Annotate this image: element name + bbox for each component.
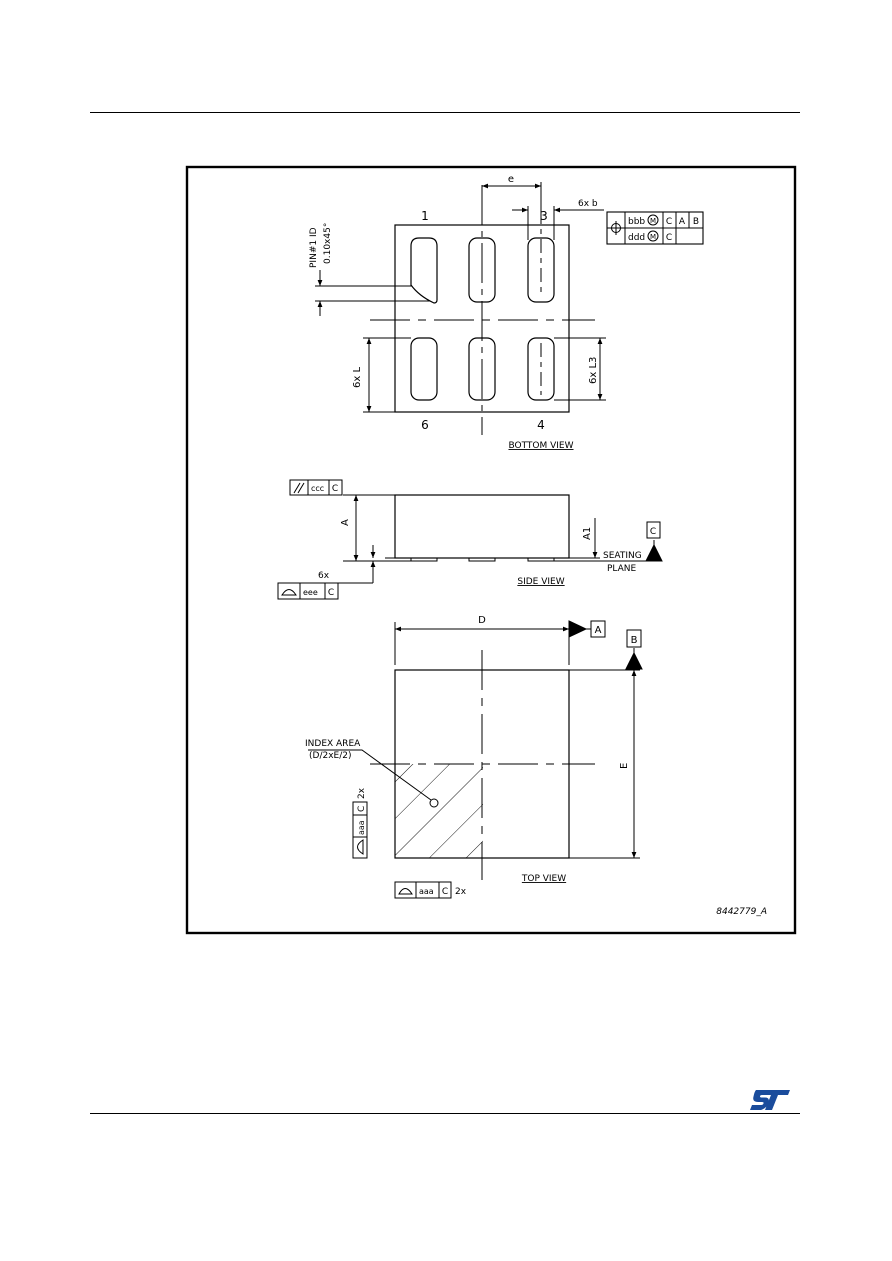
pin-1-label: 1 [421,209,429,223]
index-area-label-1: INDEX AREA [305,739,361,749]
bottom-view-title: BOTTOM VIEW [508,441,573,451]
index-area-hatch [395,764,483,858]
dim-6x-L-label: 6x L [352,367,363,388]
mmc-modifier-icon [647,230,659,242]
top-view [308,620,643,899]
datum-c-box [646,521,661,539]
parallelism-tol: ccc [311,484,324,493]
top-profile-tol: aaa [419,887,434,896]
pin-6-label: 6 [421,418,429,432]
dim-A1-label: A1 [582,527,593,540]
footer-rule [90,1113,800,1114]
side-profile-tol: aaa [357,820,366,835]
datum-a-box [590,620,606,638]
chamfer-label: 0.10x45° [323,223,333,264]
profile-count: 6x [318,571,330,581]
profile-fcf-frame [277,582,339,600]
fcf-ref-c-2: C [666,233,672,243]
index-area-label-2: (D/2xE/2) [309,751,351,761]
surface-profile-icon [398,888,413,895]
fcf-mod-1: M [650,217,656,225]
side-view-title: SIDE VIEW [517,577,564,587]
datum-c-label: C [650,527,656,537]
top-view-title: TOP VIEW [521,874,566,884]
fcf-tol-bbb: bbb [628,217,645,227]
side-lead-3 [527,557,555,562]
header-rule [90,112,800,113]
top-profile-ref: C [442,887,448,897]
fcf-ref-b: B [693,217,699,227]
fcf-ref-a: A [679,217,686,227]
side-profile-fcf-frame [352,801,368,859]
fcf-mod-2: M [650,233,656,241]
pin1-id-label: PIN#1 ID [309,227,319,268]
dim-6x-b-label: 6x b [578,199,598,209]
side-view-body [394,494,570,559]
parallelism-ref: C [332,484,338,494]
mmc-modifier-icon [647,214,659,226]
dim-A-label: A [340,519,351,526]
side-view [277,479,663,600]
seating-plane-label-1: SEATING [603,551,642,561]
surface-profile-vertical-icon [357,839,364,855]
top-profile-count: 2x [455,887,467,897]
surface-profile-icon [281,589,297,596]
dim-e-label: e [508,174,514,185]
datum-a-triangle-icon [568,620,588,638]
datum-a-label: A [595,625,602,636]
profile-tol: eee [303,588,318,597]
parallelism-symbol-icon [293,482,301,494]
top-profile-fcf-frame [394,881,452,899]
index-area-marker [429,798,439,808]
datum-b-label: B [631,635,638,646]
top-view-labels: D A B E INDEX AREA (D/2xE/2) aaa C 2x 2x… [305,615,638,897]
dim-D-label: D [478,615,486,626]
pad-3 [527,237,555,303]
figure-id: 8442779_A [716,907,767,917]
datum-b-box [626,629,642,648]
pad-4 [527,337,555,401]
dim-E-label: E [619,763,630,769]
side-profile-ref: C [357,806,367,812]
datum-c-triangle-icon [645,543,663,562]
side-view-labels: A A1 SEATING PLANE C ccc C 6x eee C SIDE… [303,484,656,598]
seating-plane-label-2: PLANE [607,564,637,574]
parallelism-fcf-frame [289,479,343,496]
side-profile-count: 2x [357,787,367,799]
bottom-view-labels: 1 3 6 4 e 6x b 6x L 6x L3 PIN#1 ID 0.10x… [309,174,699,451]
dim-6x-L3-label: 6x L3 [588,357,599,384]
drawing-frame [185,165,797,935]
side-lead-1 [410,557,438,562]
profile-ref: C [328,588,334,598]
pin-4-label: 4 [537,418,545,432]
fcf-tol-ddd: ddd [628,233,645,243]
datum-b-triangle-icon [625,651,643,670]
pin-3-label: 3 [540,209,548,223]
st-logo: ST [750,1090,790,1110]
pad-6 [410,337,438,401]
fcf-ref-c-1: C [666,217,672,227]
side-lead-2 [468,557,496,562]
pad-1 [410,237,438,304]
bottom-view [315,182,704,435]
